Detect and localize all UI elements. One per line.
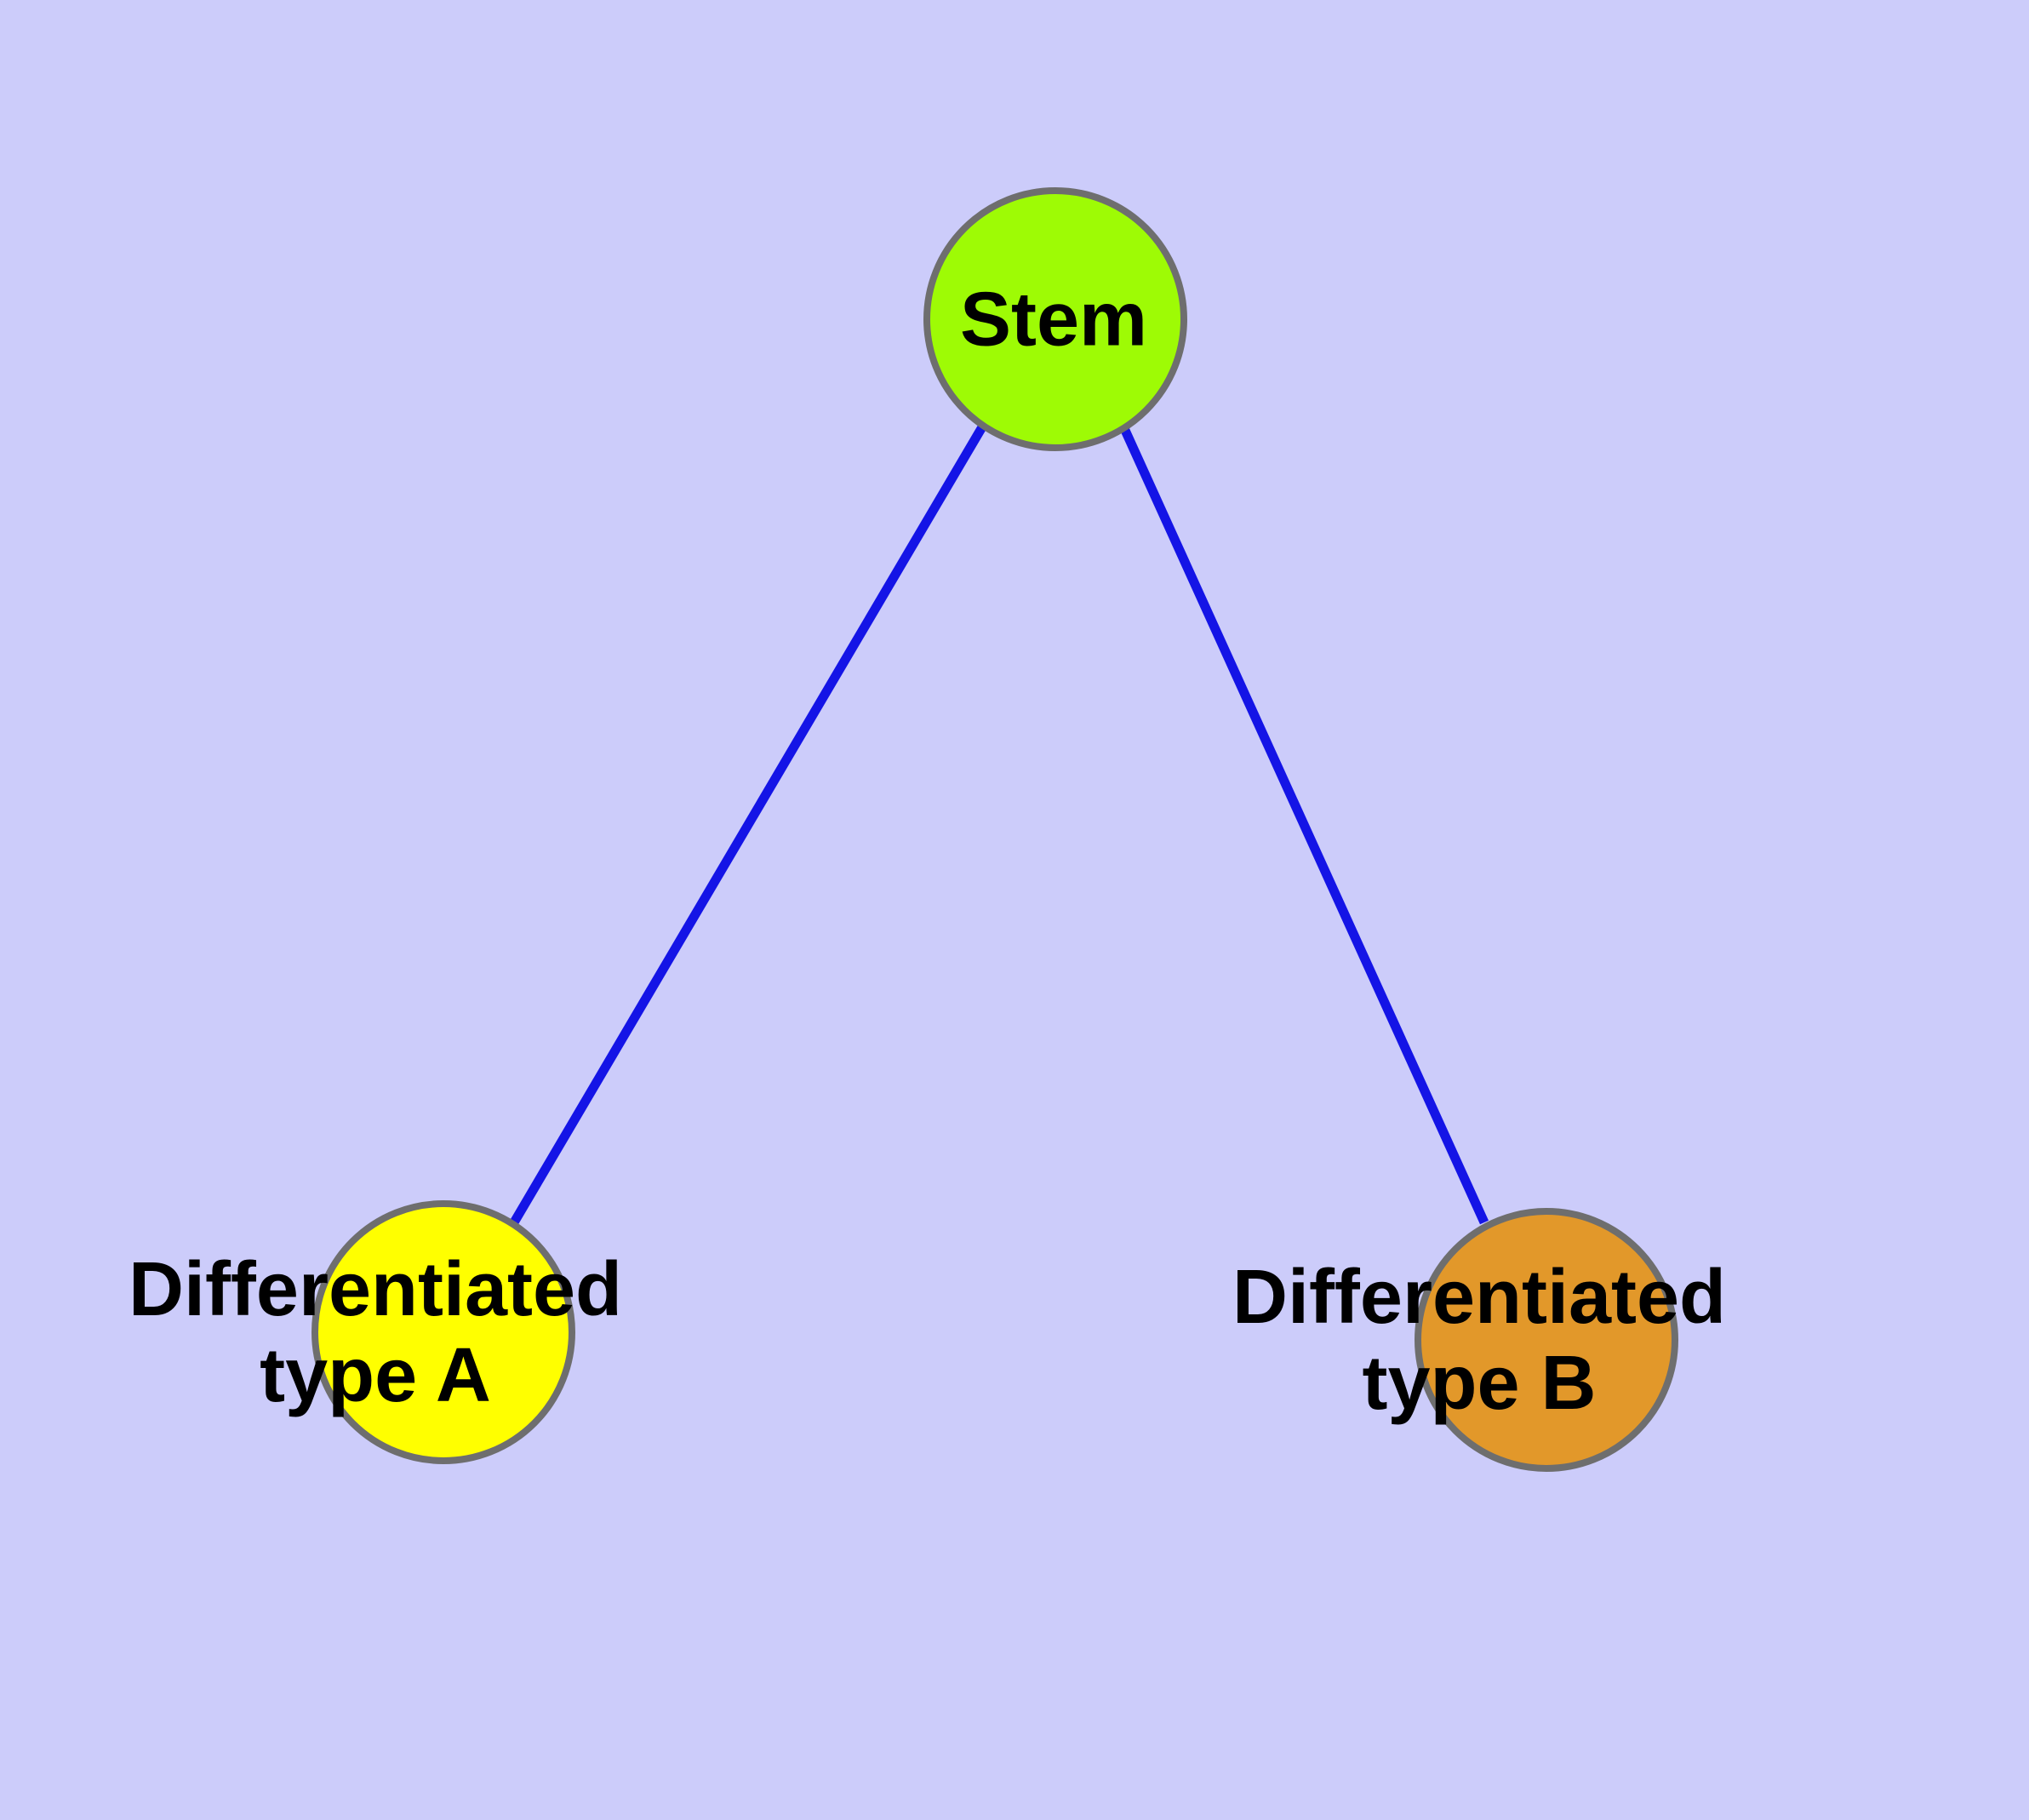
node-label-diff_a-line-1: Differentiated — [129, 1247, 622, 1332]
node-circle-stem[interactable] — [923, 187, 1187, 451]
edge-stem-to-diff-b — [1118, 424, 1489, 1225]
node-label-diff_b-line-1: Differentiated — [1232, 1255, 1726, 1340]
edge-stem-to-diff-a — [510, 423, 987, 1225]
node-label-diff_a-line-2: type A — [260, 1333, 491, 1418]
node-label-stem: Stem — [960, 278, 1147, 363]
node-stem[interactable]: Stem — [923, 187, 1187, 451]
node-circle-diff_a[interactable] — [311, 1200, 575, 1464]
node-label-diff_b-line-2: type B — [1362, 1341, 1596, 1426]
node-circle-diff_b[interactable] — [1415, 1208, 1678, 1472]
edge-layer — [510, 423, 1489, 1225]
